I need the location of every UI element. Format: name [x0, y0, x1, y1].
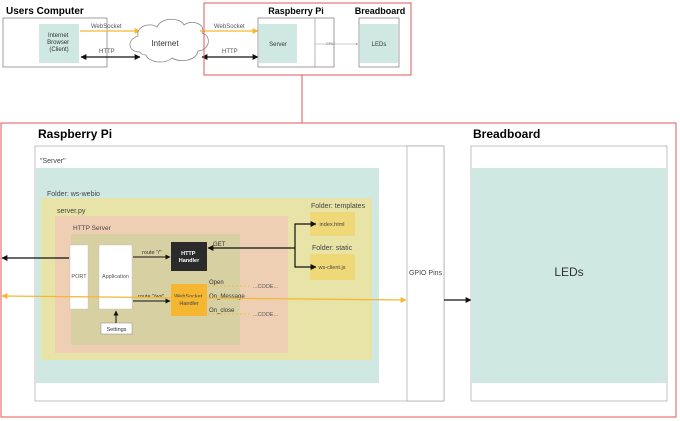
leds-label-top: LEDs	[372, 42, 387, 48]
browser-label: Internet Browser (Client)	[47, 33, 71, 53]
top-raspberry-pi-title: Raspberry Pi	[268, 6, 324, 16]
leds-box-top	[360, 24, 398, 63]
server-py-label: server.py	[57, 208, 86, 215]
leds-label-main: LEDs	[554, 265, 583, 279]
http-server-label: HTTP Server	[73, 225, 112, 232]
ws-client-js-label: ws-client.js	[318, 265, 346, 271]
server-label: Server	[269, 42, 287, 48]
ws-client-js-box	[310, 254, 355, 280]
port-box	[69, 244, 89, 310]
http-label-left: HTTP	[99, 49, 115, 55]
open-label: Open	[209, 280, 224, 286]
server-quote-label: "Server"	[40, 158, 66, 165]
users-computer-title: Users Computer	[6, 6, 84, 17]
leds-area	[472, 168, 666, 383]
folder-ws-webio-label: Folder: ws-webio	[47, 191, 100, 198]
gpio-pins-box	[406, 145, 445, 402]
application-label: Application	[102, 274, 129, 280]
http-handler-box	[171, 242, 207, 271]
folder-templates-label: Folder: templates	[311, 203, 366, 210]
gpio-label: GPIO	[326, 42, 335, 46]
internet-cloud	[129, 18, 209, 63]
ws-label-right: WebSocket	[214, 24, 245, 30]
code-label-2: ...CODE...	[253, 312, 279, 318]
ws-external-line	[1, 293, 407, 303]
gpio-pins-label: GPIO Pins	[409, 270, 443, 277]
folder-static-label: Folder: static	[312, 245, 353, 252]
top-overview: Users Computer Internet Browser (Client)…	[2, 2, 412, 123]
ws-label-left: WebSocket	[91, 24, 122, 30]
main-raspberry-pi-title: Raspberry Pi	[38, 127, 112, 141]
top-red-frame	[203, 2, 412, 76]
code-label-1: ...CODE...	[253, 284, 279, 290]
get-connector	[294, 221, 317, 270]
index-html-label: index.html	[319, 222, 344, 228]
http-handler-label: HTTP Handler	[179, 251, 200, 264]
on-close-label: On_close	[209, 308, 235, 314]
on-message-label: On_Message	[209, 294, 245, 300]
index-html-box	[310, 212, 355, 236]
server-box	[259, 24, 297, 63]
http-label-right: HTTP	[222, 49, 238, 55]
top-breadboard-title: Breadboard	[355, 6, 406, 16]
ws-handler-box	[171, 284, 207, 316]
route-root-label: route "/"	[142, 250, 162, 256]
main-detail: Raspberry Pi Breadboard "Server" Folder:…	[0, 122, 677, 418]
get-label: GET	[213, 242, 226, 248]
port-label: PORT	[71, 274, 87, 280]
settings-label: Settings	[107, 327, 127, 333]
browser-box	[39, 24, 79, 63]
main-breadboard-title: Breadboard	[473, 127, 540, 141]
internet-label: Internet	[151, 39, 179, 48]
